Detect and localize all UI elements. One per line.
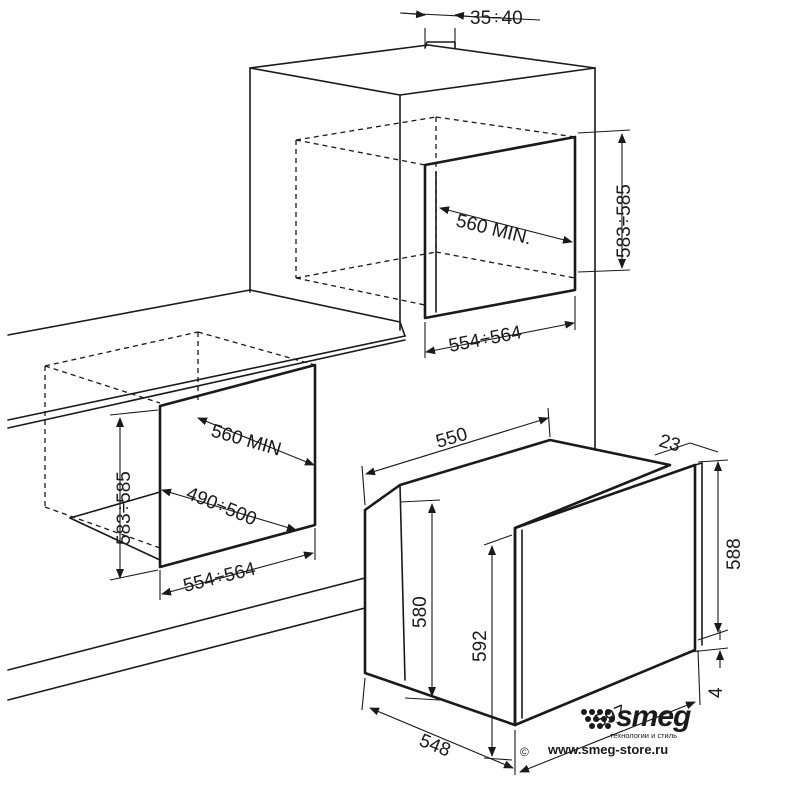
under-depth-label: 560 MIN — [209, 421, 284, 461]
dimensions: 35÷40 583÷585 560 MIN. 554÷564 583÷585 5… — [109, 8, 745, 775]
copyright-symbol: © — [520, 745, 529, 759]
under-inner-label: 490÷500 — [183, 483, 259, 530]
under-counter-niche — [44, 331, 317, 569]
column-width-label: 554÷564 — [447, 322, 524, 357]
brand-tagline: технологии и стиль — [610, 731, 677, 740]
column-height-label: 583÷585 — [614, 184, 635, 258]
top-overhang-label: 35÷40 — [470, 8, 523, 29]
brand-logo: smeg — [616, 700, 691, 733]
column-depth-label: 560 MIN. — [454, 210, 534, 249]
column-cabinet — [249, 41, 596, 451]
under-width-label: 554÷564 — [181, 559, 258, 597]
smeg-dots-icon — [581, 709, 615, 729]
oven-depth-label: 550 — [434, 424, 470, 453]
under-height-label: 583÷585 — [114, 471, 135, 545]
brand-watermark: smeg технологии и стиль © www.smeg-store… — [520, 700, 692, 759]
oven — [363, 438, 703, 727]
oven-body-height-label: 580 — [410, 596, 431, 628]
oven-door-height-label: 592 — [470, 630, 491, 662]
oven-total-height-label: 588 — [724, 538, 745, 570]
brand-url: www.smeg-store.ru — [547, 742, 668, 757]
oven-gap-label: 4 — [706, 687, 727, 698]
oven-width-label: 548 — [416, 730, 453, 761]
